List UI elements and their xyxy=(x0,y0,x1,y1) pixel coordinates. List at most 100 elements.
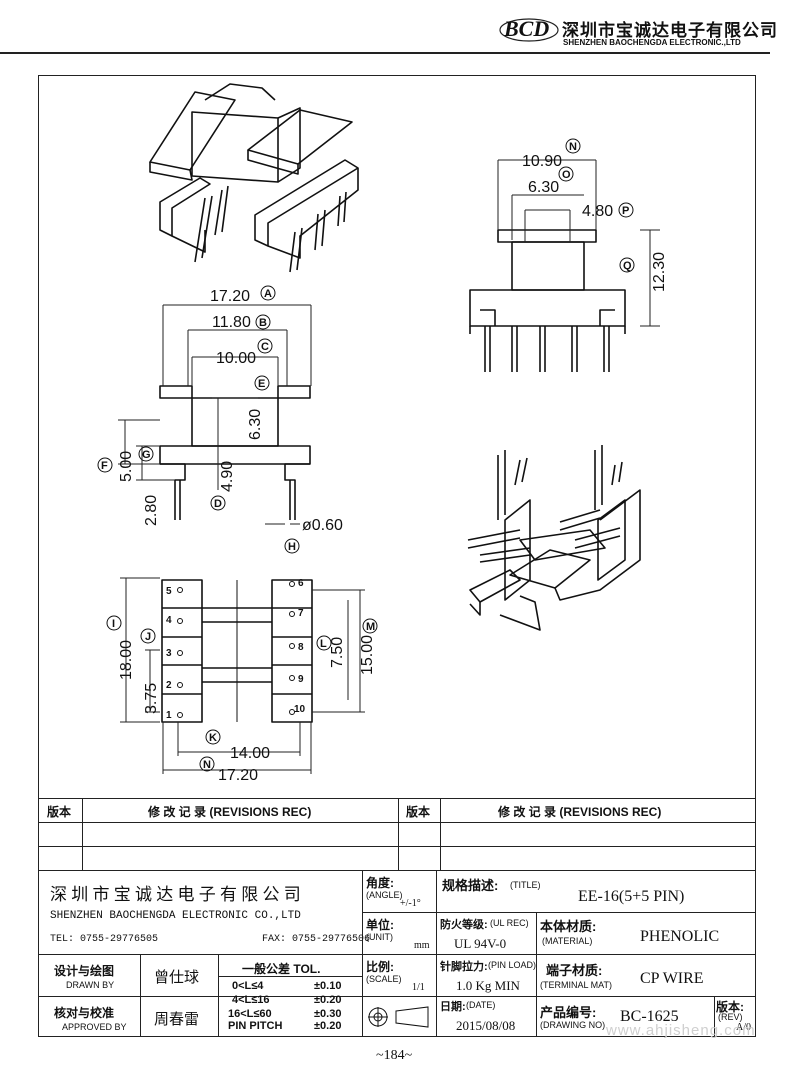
rev-header-title: 修 改 记 录 (REVISIONS REC) xyxy=(148,805,312,819)
tb-unit-en: (UNIT) xyxy=(366,932,393,942)
label-A: A xyxy=(264,288,272,300)
dim-6-30-b: 6.30 xyxy=(247,409,264,440)
tb-drawn-label: 设计与绘图 xyxy=(54,964,115,978)
label-H: H xyxy=(288,541,296,553)
tb-scale-value: 1/1 xyxy=(412,982,425,993)
pin-3: 3 xyxy=(166,648,172,659)
pin-5: 5 xyxy=(166,586,172,597)
tb-pinload-label: 针脚拉力: xyxy=(440,961,488,973)
tb-tol-title: 一般公差 TOL. xyxy=(242,962,321,976)
rev-header-version-2: 版本 xyxy=(406,805,431,819)
label-I: I xyxy=(112,618,115,630)
label-J: J xyxy=(145,631,151,643)
pin-4: 4 xyxy=(166,615,172,626)
tb-company-cn: 深 圳 市 宝 诚 达 电 子 有 限 公 司 xyxy=(50,885,301,904)
page-number: ~184~ xyxy=(376,1048,413,1063)
tb-ul-en: (UL REC) xyxy=(490,918,529,928)
tb-title-label: 规格描述: xyxy=(442,878,499,893)
tb-title-value: EE-16(5+5 PIN) xyxy=(578,888,685,905)
dim-10-90: 10.90 xyxy=(522,153,562,170)
isometric-view-top xyxy=(149,83,359,273)
dim-15-00: 15.00 xyxy=(359,635,376,675)
tb-tol-value-2: ±0.30 xyxy=(314,1008,342,1020)
label-C: C xyxy=(261,341,269,353)
tb-rev-value: A/0 xyxy=(736,1022,751,1033)
pin-9: 9 xyxy=(298,674,304,685)
tb-material-label: 本体材质: xyxy=(540,919,597,934)
drawing-frame xyxy=(38,75,756,1037)
rev-header-title-2: 修 改 记 录 (REVISIONS REC) xyxy=(498,805,662,819)
tb-date-en: (DATE) xyxy=(466,1000,496,1010)
dim-12-30: 12.30 xyxy=(651,252,668,292)
tb-fax: FAX: 0755-29776506 xyxy=(262,934,371,945)
tb-angle-label: 角度: xyxy=(366,876,394,890)
tb-pinload-value: 1.0 Kg MIN xyxy=(456,978,520,993)
company-logo: BCD xyxy=(498,14,560,44)
label-K: K xyxy=(209,732,217,744)
tb-approved-en: APPROVED BY xyxy=(62,1022,127,1032)
drawing-area: N O P Q A B C D E F G H I J L M K N 10.9… xyxy=(97,83,668,784)
dim-4-90: 4.90 xyxy=(219,461,236,492)
label-B: B xyxy=(259,317,267,329)
tb-tol-value-1: ±0.20 xyxy=(314,994,342,1006)
pin-2: 2 xyxy=(166,680,172,691)
pin-1: 1 xyxy=(166,710,172,721)
tb-approved-value: 周春雷 xyxy=(154,1012,200,1028)
tb-terminal-en: (TERMINAL MAT) xyxy=(540,980,612,990)
dim-7-50: 7.50 xyxy=(329,637,346,668)
tb-tol-range-0: 0<L≤4 xyxy=(232,980,264,992)
label-G: G xyxy=(142,449,151,461)
dim-5-00: 5.00 xyxy=(118,451,135,482)
tb-drawing-no-label: 产品编号: xyxy=(540,1005,597,1020)
tb-tol-range-3: PIN PITCH xyxy=(228,1020,283,1032)
tb-approved-label: 核对与校准 xyxy=(54,1006,115,1020)
tb-drawing-no-en: (DRAWING NO) xyxy=(540,1020,606,1030)
dim-pin-diameter: ø0.60 xyxy=(302,517,343,534)
tb-drawn-value: 曾仕球 xyxy=(154,970,200,986)
tb-drawn-en: DRAWN BY xyxy=(66,980,115,990)
dim-10-00: 10.00 xyxy=(216,350,256,367)
dim-17-20: 17.20 xyxy=(210,288,250,305)
projection-symbol-icon xyxy=(368,1006,429,1028)
dim-6-30: 6.30 xyxy=(528,179,559,196)
label-N-circle-top xyxy=(565,138,581,154)
tb-terminal-value: CP WIRE xyxy=(640,970,704,987)
label-L: L xyxy=(320,638,327,650)
tb-terminal-label: 端子材质: xyxy=(546,963,603,978)
tb-unit-value: mm xyxy=(414,940,430,951)
pin-10: 10 xyxy=(294,704,306,715)
pin-7: 7 xyxy=(298,608,304,619)
tb-scale-en: (SCALE) xyxy=(366,974,402,984)
label-F: F xyxy=(101,460,108,472)
dim-17-20-b: 17.20 xyxy=(218,767,258,784)
tb-tol-range-2: 16<L≤60 xyxy=(228,1008,272,1020)
label-M: M xyxy=(366,621,375,633)
bottom-view xyxy=(161,579,313,723)
tb-title-en: (TITLE) xyxy=(510,880,541,890)
dim-11-80: 11.80 xyxy=(212,314,251,331)
dim-18-00: 18.00 xyxy=(118,640,135,680)
dim-3-75: 3.75 xyxy=(143,683,160,714)
tb-drawing-no-value: BC-1625 xyxy=(620,1008,679,1025)
tb-date-value: 2015/08/08 xyxy=(456,1018,516,1033)
tb-rev-en: (REV) xyxy=(718,1012,743,1022)
dim-2-80: 2.80 xyxy=(143,495,160,526)
tb-scale-label: 比例: xyxy=(366,960,394,974)
pin-6: 6 xyxy=(298,578,304,589)
tb-tol-range-1: 4<L≤16 xyxy=(232,994,270,1006)
label-N: N xyxy=(569,141,577,153)
tb-ul-value: UL 94V-0 xyxy=(454,936,507,951)
dim-4-80: 4.80 xyxy=(582,203,613,220)
tb-tel: TEL: 0755-29776505 xyxy=(50,934,159,945)
label-O: O xyxy=(562,169,571,181)
dim-14-00: 14.00 xyxy=(230,745,270,762)
tb-company-en: SHENZHEN BAOCHENGDA ELECTRONIC CO.,LTD xyxy=(50,910,301,922)
label-E: E xyxy=(258,378,265,390)
tb-rev-label: 版本: xyxy=(716,1000,744,1014)
isometric-view-bottom xyxy=(467,445,641,631)
tb-angle-en: (ANGLE) xyxy=(366,890,403,900)
tb-pinload-en: (PIN LOAD) xyxy=(488,960,537,970)
label-P: P xyxy=(622,205,629,217)
tb-tol-value-0: ±0.10 xyxy=(314,980,342,992)
header-company-en: SHENZHEN BAOCHENGDA ELECTRONIC.,LTD xyxy=(563,38,741,47)
